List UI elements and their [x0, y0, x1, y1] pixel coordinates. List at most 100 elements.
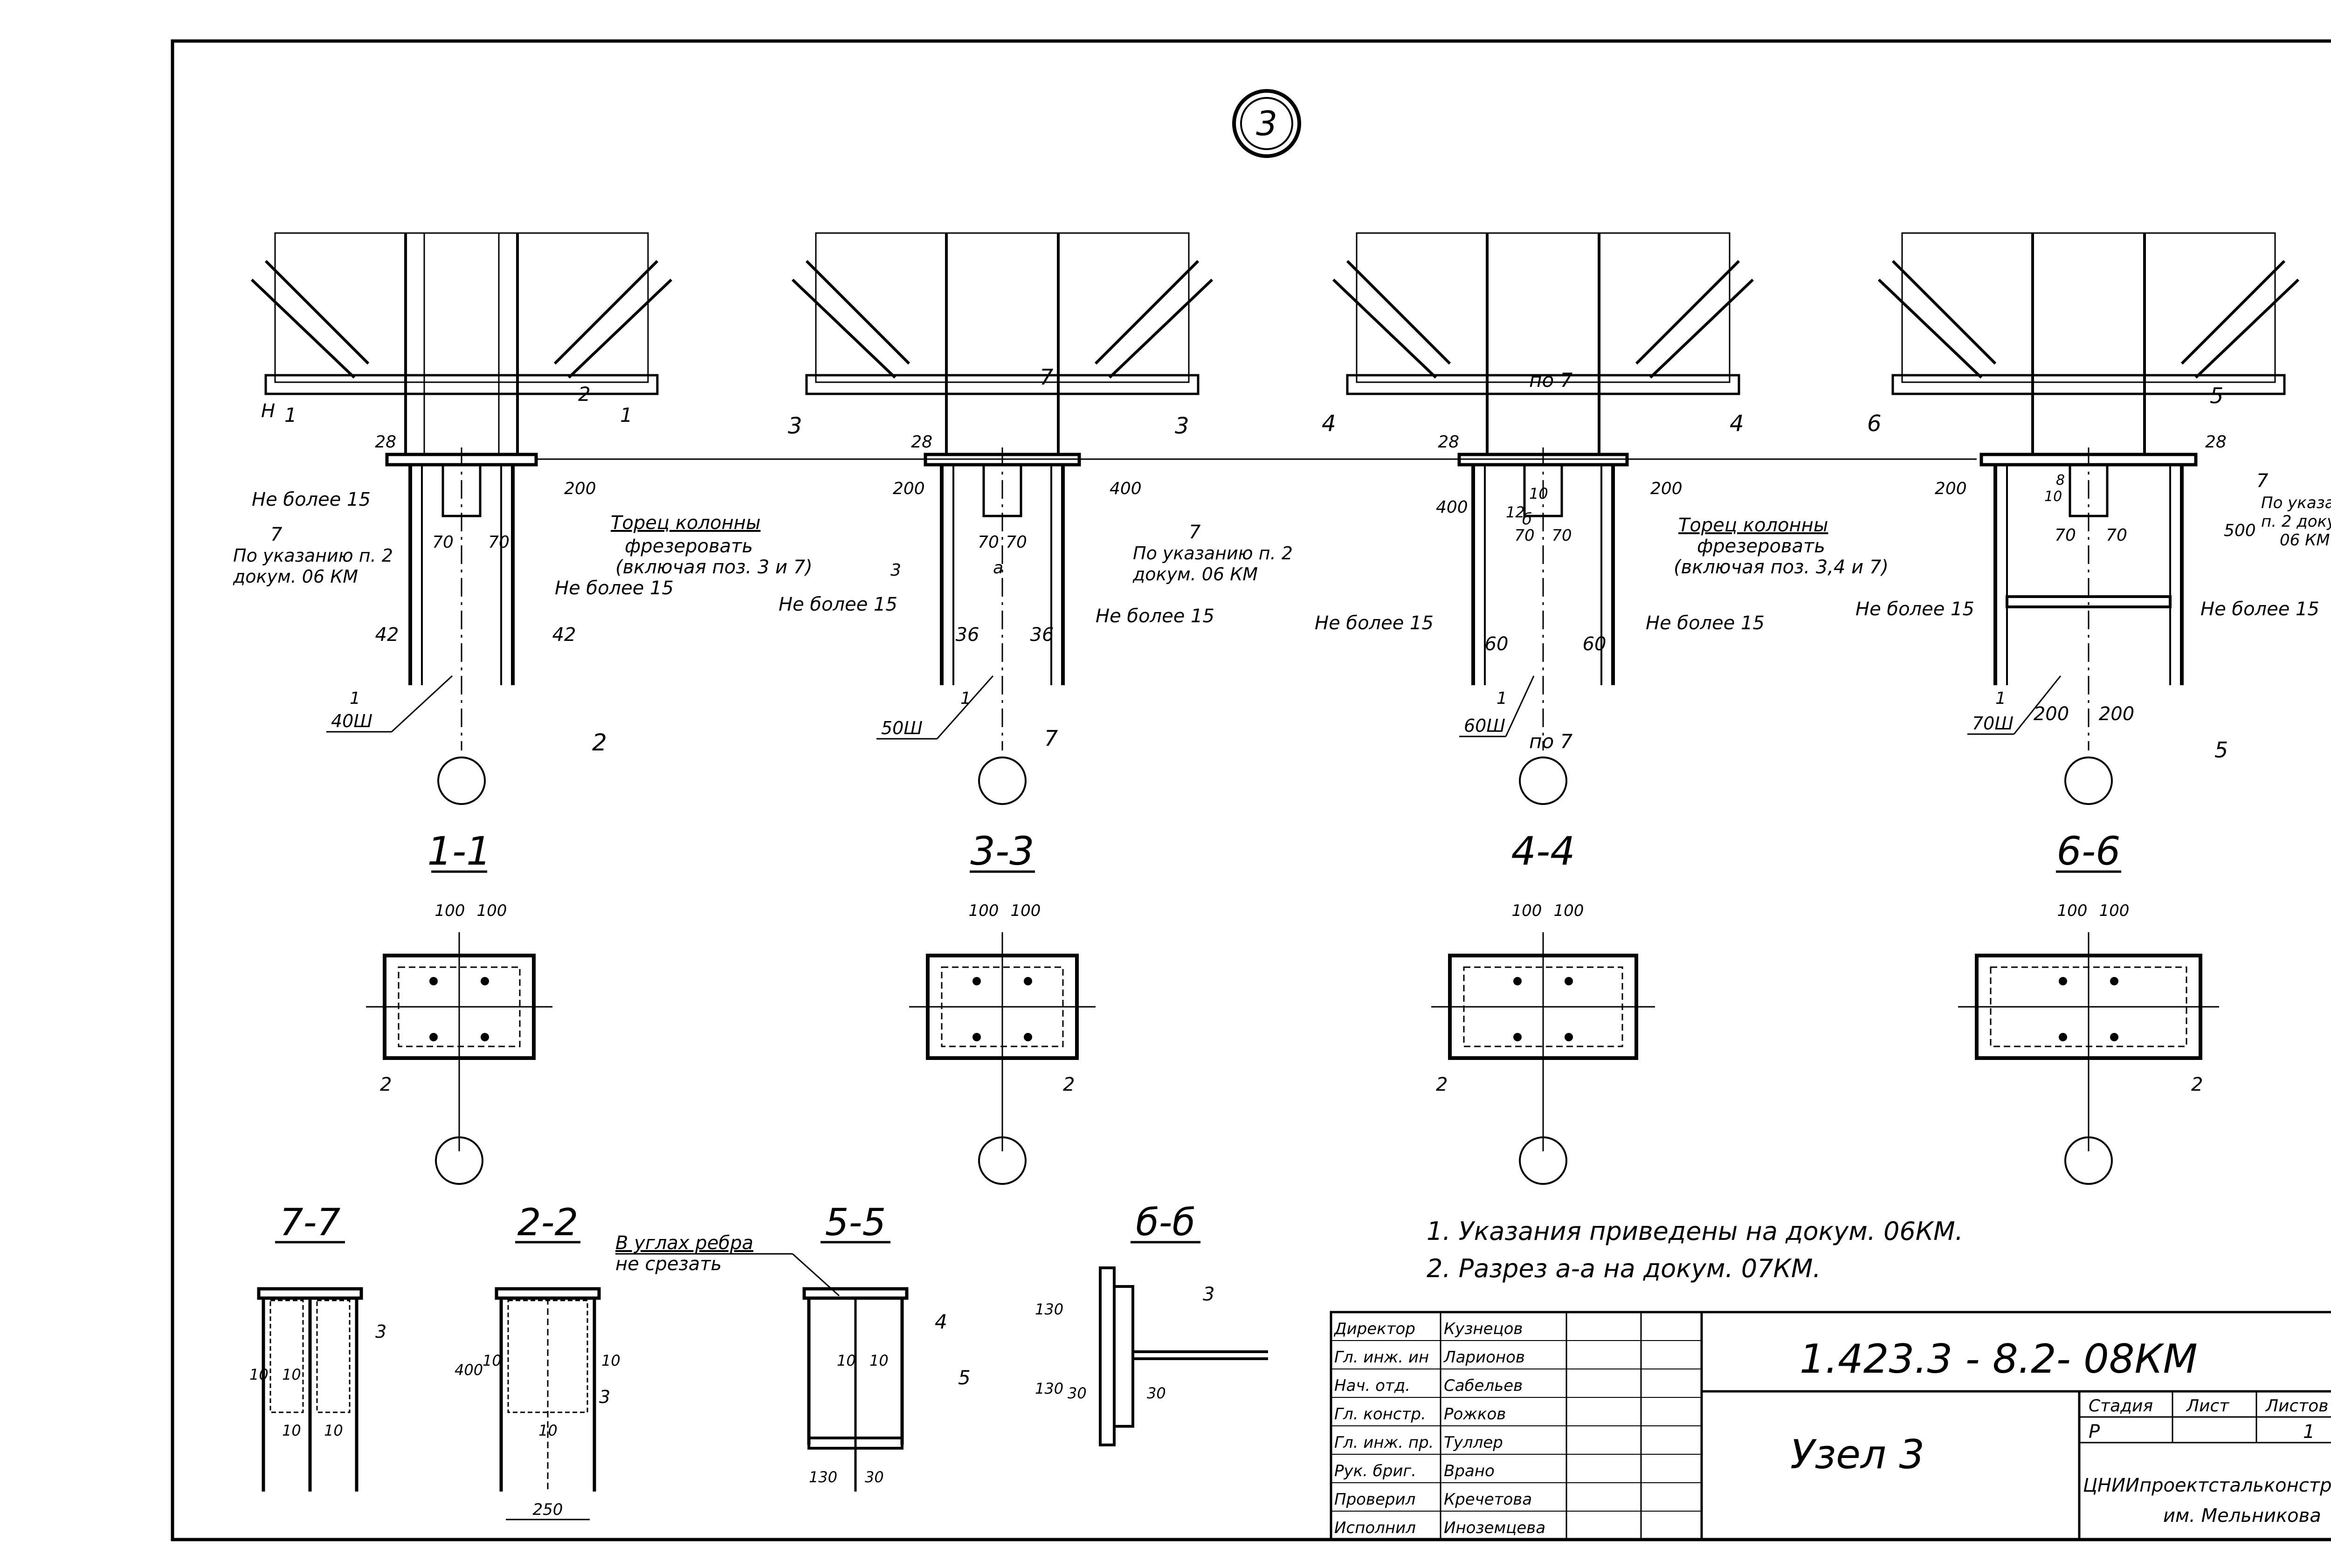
detail-title: 2-2 — [517, 1201, 579, 1244]
role-4: Гл. инж. пр. — [1334, 1433, 1434, 1452]
pos-1-label: 1 — [350, 689, 360, 708]
dim-bottom-left: 200 — [2034, 703, 2069, 725]
detail-width-2: 30 — [1147, 1384, 1166, 1402]
plan-pos-label: 2 — [2191, 1074, 2203, 1095]
rib-corner-note-line1: В углах ребра — [615, 1232, 753, 1254]
dim-flange-right: 42 — [552, 624, 576, 646]
section-mark-bottom: 2 — [592, 729, 607, 756]
stage-label: Стадия — [2089, 1396, 2153, 1416]
pos-3-label: 3 — [890, 561, 901, 580]
pos-1-label: 1 — [960, 689, 971, 708]
face-note-1-line2: фрезеровать — [625, 536, 753, 557]
plan-dim-2: 100 — [477, 901, 507, 920]
name-5: Врано — [1444, 1462, 1495, 1480]
dim-top: 28 — [1438, 433, 1459, 452]
plan-dim-1: 100 — [969, 901, 999, 920]
rib-note-line2: п. 2 докум. — [2261, 512, 2331, 531]
dim-side: 200 — [1935, 479, 1967, 498]
dim-gap2: 70 — [2106, 526, 2127, 545]
detail-dim-4: 10 — [324, 1422, 343, 1439]
position-bubble — [978, 756, 1027, 805]
role-0: Директор — [1333, 1320, 1415, 1338]
plan-pos-label: 2 — [380, 1074, 392, 1095]
face-note-2-line2: фрезеровать — [1697, 536, 1825, 557]
title-block-rows — [1331, 1340, 1702, 1512]
dim-flange-right: 60 — [1583, 633, 1607, 655]
rib-note-pos: 7 — [270, 524, 283, 545]
cut-mark-left: 3 — [788, 413, 802, 439]
note-max15-left: Не более 15 — [1315, 612, 1434, 634]
detail-width: 250 — [533, 1500, 563, 1519]
detail-dim-3: 10 — [538, 1422, 558, 1439]
detail-dim-3: 10 — [282, 1422, 301, 1439]
name-2: Сабельев — [1444, 1376, 1523, 1395]
face-note-1-line3: (включая поз. 3 и 7) — [615, 557, 813, 578]
role-2: Нач. отд. — [1334, 1376, 1410, 1395]
plan-pos-label: 2 — [1436, 1074, 1448, 1095]
h-label: Н — [261, 400, 275, 422]
face-note-1: Торец колонны фрезеровать (включая поз. … — [611, 512, 813, 578]
column-profile: 40Ш — [331, 711, 372, 731]
pos-1-label: 1 — [1995, 689, 2006, 708]
detail-pos-label: 3 — [599, 1387, 610, 1407]
plan-dim-1: 100 — [1512, 901, 1542, 920]
pos-1-label: 1 — [1497, 689, 1507, 708]
column-detail-1: 28 200 70 70 42 42 Не более 15 Не более … — [233, 232, 674, 805]
rib-note-line1: По указанию п. 2 — [1133, 543, 1293, 564]
name-0: Кузнецов — [1444, 1320, 1523, 1338]
sheets-value: 1 — [2303, 1421, 2315, 1443]
plan-dim-1: 100 — [435, 901, 465, 920]
rib-note-line1: По указанию п. 2 — [233, 545, 393, 566]
detail-pos-5: 5 — [958, 1366, 971, 1389]
name-4: Туллер — [1444, 1433, 1503, 1452]
section-mark-top: по 7 — [1529, 369, 1573, 392]
note-max15-right: Не более 15 — [1096, 605, 1214, 627]
detail-title: 7-7 — [280, 1201, 341, 1244]
role-7: Исполнил — [1334, 1519, 1416, 1537]
detail-5-5: 5-5 4 5 10 10 130 30 — [802, 1201, 971, 1492]
rib-corner-note: В углах ребра не срезать — [615, 1232, 840, 1297]
note-max15-right: Не более 15 — [555, 578, 674, 599]
dim-t10: 10 — [1529, 485, 1548, 502]
role-6: Проверил — [1334, 1490, 1415, 1509]
dim-t10: 10 — [2044, 488, 2062, 505]
dim-top: 28 — [911, 433, 932, 452]
note-max15-left: Не более 15 — [252, 489, 371, 510]
detail-height: 400 — [455, 1361, 483, 1379]
plan-dim-1: 100 — [2057, 901, 2088, 920]
general-note-1: 1. Указания приведены на докум. 06КМ. — [1427, 1217, 1963, 1246]
section-mark-top: 7 — [1040, 364, 1053, 390]
detail-7-7: 7-7 3 10 10 10 10 — [249, 1201, 386, 1492]
dim-flange-left: 36 — [956, 624, 979, 646]
position-bubble — [435, 1136, 483, 1185]
dim-top: 28 — [2205, 433, 2227, 452]
face-note-2-line1: Торец колонны — [1678, 515, 1828, 536]
plan-3: 4-4 100 100 2 — [1431, 828, 1655, 1185]
dim-flange-left: 42 — [375, 624, 399, 646]
detail-dim-1: 10 — [483, 1352, 502, 1369]
dim-height: 400 — [1110, 479, 1142, 498]
detail-height-1: 130 — [1035, 1300, 1063, 1318]
plan-title: 1-1 — [427, 828, 491, 874]
sheets-label: Листов — [2265, 1396, 2328, 1416]
title-block-roles: Директор Кузнецов Гл. инж. ин Ларионов Н… — [1333, 1320, 1545, 1537]
section-mark-top: 2 — [578, 383, 591, 406]
name-1: Ларионов — [1443, 1348, 1525, 1367]
detail-width-2: 30 — [865, 1468, 884, 1486]
plan-dim-2: 100 — [1554, 901, 1584, 920]
name-6: Кречетова — [1444, 1490, 1532, 1509]
position-bubble — [1519, 756, 1567, 805]
column-detail-4: 28 200 500 8 10 70 70 200 200 Не более 1… — [1855, 232, 2331, 805]
section-b-label: б — [1522, 510, 1532, 529]
name-7: Иноземцева — [1444, 1519, 1545, 1537]
cut-mark-right: 3 — [1175, 413, 1189, 439]
dim-gap2: 70 — [488, 533, 510, 552]
section-mark-top: 5 — [2210, 383, 2223, 408]
detail-pos-label: 3 — [375, 1321, 386, 1342]
cut-mark-left: 4 — [1322, 411, 1336, 437]
dim-gap2: 70 — [1552, 526, 1572, 545]
role-1: Гл. инж. ин — [1334, 1348, 1429, 1367]
position-bubble — [2064, 1136, 2113, 1185]
column-detail-3: 28 400 200 12 10 70 70 60 60 Не более 15… — [1315, 232, 1765, 805]
